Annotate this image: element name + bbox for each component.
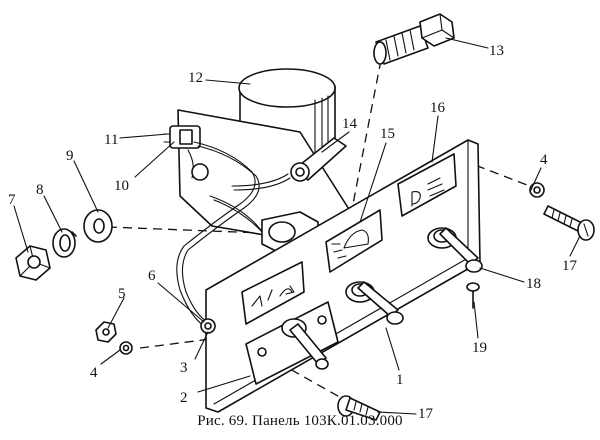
- callout-4-left: 4: [90, 365, 98, 381]
- callout-1: 1: [396, 372, 404, 388]
- figure-caption: Рис. 69. Панель 103К.01.03.000: [197, 413, 403, 429]
- callout-16: 16: [430, 100, 446, 116]
- callout-7: 7: [8, 192, 16, 208]
- terminal-clamp-part-10-11: [163, 125, 201, 149]
- callout-14: 14: [342, 116, 358, 132]
- callout-4-right: 4: [540, 152, 548, 168]
- callout-17-right: 17: [562, 258, 578, 274]
- callout-15: 15: [380, 126, 395, 142]
- callout-19: 19: [472, 340, 487, 356]
- panel-stud-part-3: [200, 318, 216, 334]
- screw-part-17-right: [543, 205, 595, 241]
- indicator-window-headlight-part-15: [325, 209, 383, 273]
- callout-13: 13: [489, 43, 504, 59]
- callout-17-bottom: 17: [418, 406, 434, 422]
- leader-lines: [13, 37, 581, 415]
- callout-12: 12: [188, 70, 203, 86]
- callout-18: 18: [526, 276, 541, 292]
- callout-8: 8: [36, 182, 44, 198]
- screw-part-19: [466, 282, 480, 309]
- washer-part-4-right: [529, 182, 545, 198]
- callout-6: 6: [148, 268, 156, 284]
- toggle-switch-part-1: [345, 281, 404, 325]
- callout-labels: 1 2 3 4 4 5 6 7 8 9 10 11 12 13 14 15 16…: [8, 43, 578, 422]
- indicator-window-parking-part-16: [397, 153, 457, 217]
- callout-10: 10: [114, 178, 129, 194]
- toggle-switch-part-18: [427, 227, 483, 273]
- switch-mounting-plate-part-2: [245, 301, 339, 385]
- callout-9: 9: [66, 148, 74, 164]
- callout-11: 11: [104, 132, 118, 148]
- indicator-window-turn-signal-part: [241, 261, 305, 325]
- screw-part-17-bottom: [337, 395, 381, 421]
- brace-strap-part-14: [290, 137, 347, 182]
- bolt-part-13: [373, 13, 455, 65]
- callout-3: 3: [180, 360, 188, 376]
- flat-washer-part-9: [83, 209, 113, 243]
- washer-part-4-left: [119, 341, 133, 355]
- callout-5: 5: [118, 286, 126, 302]
- callout-2: 2: [180, 390, 188, 406]
- nut-part-7: [15, 245, 51, 281]
- spring-washer-part-8: [52, 228, 77, 258]
- nut-part-5: [95, 321, 117, 343]
